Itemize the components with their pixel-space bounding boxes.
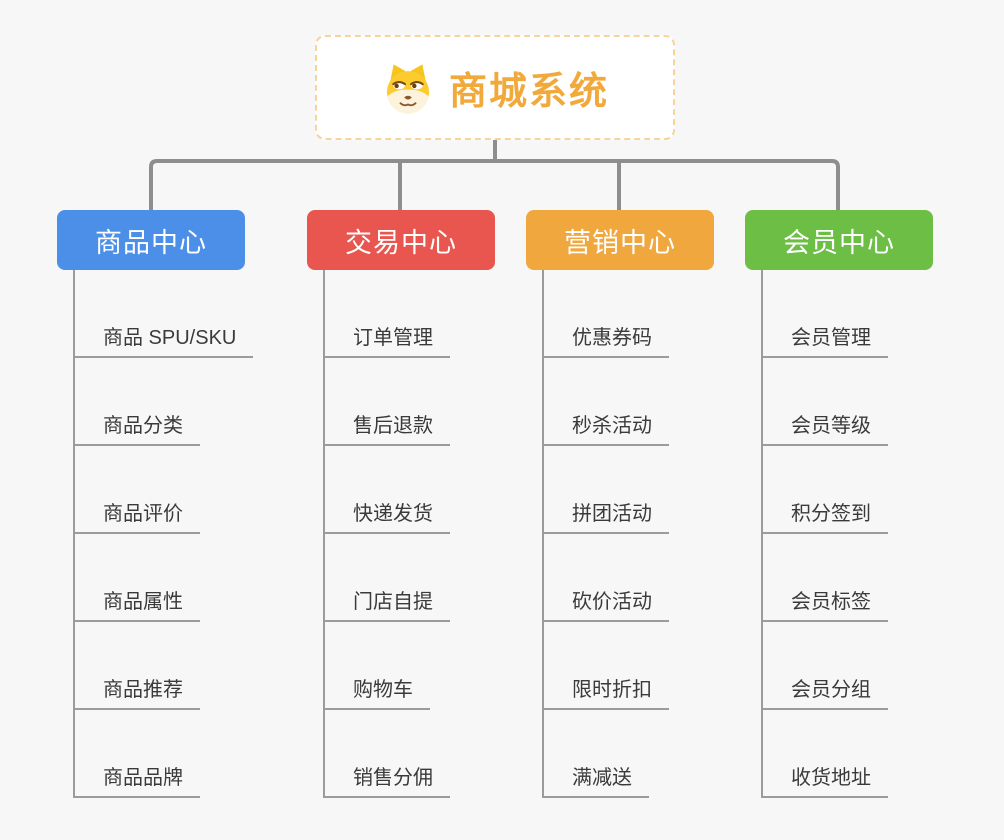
leaf-label[interactable]: 购物车 [323,673,430,710]
leaf-label[interactable]: 满减送 [542,761,649,798]
leaf-item: 会员标签 [761,534,945,622]
leaf-item: 售后退款 [323,358,507,446]
branch-column-trade: 交易中心 订单管理售后退款快递发货门店自提购物车销售分佣 [307,210,507,798]
leaf-item: 商品品牌 [73,710,257,798]
leaf-item: 商品推荐 [73,622,257,710]
leaf-label[interactable]: 拼团活动 [542,497,669,534]
branch-items-member: 会员管理会员等级积分签到会员标签会员分组收货地址 [761,270,945,798]
branch-items-trade: 订单管理售后退款快递发货门店自提购物车销售分佣 [323,270,507,798]
branch-column-marketing: 营销中心 优惠券码秒杀活动拼团活动砍价活动限时折扣满减送 [526,210,726,798]
leaf-label[interactable]: 销售分佣 [323,761,450,798]
leaf-item: 满减送 [542,710,726,798]
branch-header-trade[interactable]: 交易中心 [307,210,495,270]
leaf-label[interactable]: 会员管理 [761,321,888,358]
leaf-item: 拼团活动 [542,446,726,534]
branch-column-member: 会员中心 会员管理会员等级积分签到会员标签会员分组收货地址 [745,210,945,798]
leaf-label[interactable]: 商品 SPU/SKU [73,321,254,358]
branch-header-product[interactable]: 商品中心 [57,210,245,270]
leaf-label[interactable]: 优惠券码 [542,321,669,358]
leaf-label[interactable]: 商品品牌 [73,761,200,798]
leaf-item: 优惠券码 [542,270,726,358]
leaf-label[interactable]: 订单管理 [323,321,450,358]
leaf-item: 门店自提 [323,534,507,622]
leaf-label[interactable]: 售后退款 [323,409,450,446]
leaf-label[interactable]: 会员标签 [761,585,888,622]
leaf-label[interactable]: 积分签到 [761,497,888,534]
leaf-item: 商品评价 [73,446,257,534]
leaf-item: 购物车 [323,622,507,710]
leaf-item: 商品 SPU/SKU [73,270,257,358]
leaf-label[interactable]: 快递发货 [323,497,450,534]
leaf-item: 砍价活动 [542,534,726,622]
leaf-item: 限时折扣 [542,622,726,710]
leaf-item: 会员分组 [761,622,945,710]
branch-header-marketing[interactable]: 营销中心 [526,210,714,270]
leaf-item: 会员等级 [761,358,945,446]
leaf-label[interactable]: 收货地址 [761,761,888,798]
root-title: 商城系统 [448,71,609,113]
root-node[interactable]: 商城系统 [315,35,675,140]
branch-items-product: 商品 SPU/SKU 商品分类商品评价商品属性商品推荐商品品牌 [73,270,257,798]
leaf-item: 商品属性 [73,534,257,622]
leaf-item: 订单管理 [323,270,507,358]
leaf-label[interactable]: 商品评价 [73,497,200,534]
leaf-item: 收货地址 [761,710,945,798]
leaf-item: 会员管理 [761,270,945,358]
leaf-label[interactable]: 限时折扣 [542,673,669,710]
branch-items-marketing: 优惠券码秒杀活动拼团活动砍价活动限时折扣满减送 [542,270,726,798]
leaf-label[interactable]: 商品分类 [73,409,200,446]
leaf-item: 快递发货 [323,446,507,534]
leaf-item: 销售分佣 [323,710,507,798]
branch-header-member[interactable]: 会员中心 [745,210,933,270]
leaf-label[interactable]: 会员分组 [761,673,888,710]
leaf-label[interactable]: 商品推荐 [73,673,200,710]
leaf-label[interactable]: 秒杀活动 [542,409,669,446]
leaf-label[interactable]: 砍价活动 [542,585,669,622]
leaf-label[interactable]: 门店自提 [323,585,450,622]
leaf-item: 商品分类 [73,358,257,446]
leaf-item: 积分签到 [761,446,945,534]
doge-icon [381,61,435,115]
branch-column-product: 商品中心 商品 SPU/SKU 商品分类商品评价商品属性商品推荐商品品牌 [57,210,257,798]
leaf-item: 秒杀活动 [542,358,726,446]
leaf-label[interactable]: 会员等级 [761,409,888,446]
leaf-label[interactable]: 商品属性 [73,585,200,622]
